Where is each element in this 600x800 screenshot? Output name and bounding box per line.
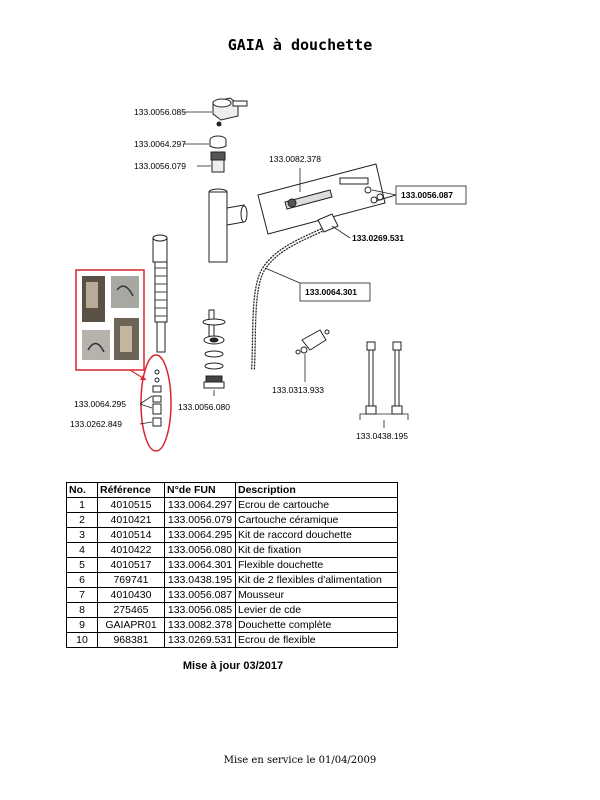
cell-no: 10 (66, 632, 98, 648)
photo-inset (75, 269, 145, 371)
cell-fun-number: 133.0064.295 (164, 527, 236, 543)
cell-fun-number: 133.0064.297 (164, 497, 236, 513)
exploded-diagram: 133.0056.085 133.0064.297 133.0056.079 1… (70, 97, 467, 452)
cell-description: Ecrou de flexible (235, 632, 398, 648)
cell-fun-number: 133.0064.301 (164, 557, 236, 573)
cell-no: 5 (66, 557, 98, 573)
cell-reference: 4010514 (97, 527, 165, 543)
shower-connector-part (152, 369, 162, 427)
cell-fun-number: 133.0269.531 (164, 632, 236, 648)
cell-description: Ecrou de cartouche (235, 497, 398, 513)
shower-holder-part (152, 234, 168, 353)
update-note: Mise à jour 03/2017 (182, 660, 284, 672)
cell-no: 8 (66, 602, 98, 618)
fixation-kit-part (202, 309, 226, 389)
callout-label-12: 133.0438.195 (356, 431, 408, 441)
hose-nut-part (317, 213, 339, 233)
cell-reference: 4010422 (97, 542, 165, 558)
cell-description: Kit de fixation (235, 542, 398, 558)
leader-lines (139, 111, 409, 428)
callout-label-8: 133.0056.080 (178, 402, 230, 412)
cell-reference: 968381 (97, 632, 165, 648)
callout-label-5: 133.0056.087 (401, 190, 453, 200)
cell-description: Cartouche céramique (235, 512, 398, 528)
header-fun-number: N°de FUN (164, 482, 236, 498)
cell-fun-number: 133.0082.378 (164, 617, 236, 633)
cell-fun-number: 133.0056.087 (164, 587, 236, 603)
cell-reference: 769741 (97, 572, 165, 588)
cell-no: 3 (66, 527, 98, 543)
cell-description: Levier de cde (235, 602, 398, 618)
cell-reference: GAIAPR01 (97, 617, 165, 633)
cell-description: Kit de raccord douchette (235, 527, 398, 543)
cell-no: 1 (66, 497, 98, 513)
cell-fun-number: 133.0056.080 (164, 542, 236, 558)
shower-handset-part (257, 163, 386, 235)
cell-fun-number: 133.0056.085 (164, 602, 236, 618)
header-no: No. (66, 482, 98, 498)
cell-description: Douchette complète (235, 617, 398, 633)
callout-box-flexible (299, 282, 371, 302)
cell-no: 6 (66, 572, 98, 588)
callout-box-mousseur (395, 185, 467, 205)
cartridge-nut-part (209, 135, 227, 149)
header-description: Description (235, 482, 398, 498)
cell-description: Kit de 2 flexibles d'alimentation (235, 572, 398, 588)
lever-handle-part (212, 97, 248, 127)
cell-reference: 275465 (97, 602, 165, 618)
cell-no: 9 (66, 617, 98, 633)
cell-no: 2 (66, 512, 98, 528)
ceramic-cartridge-part (210, 151, 226, 173)
callout-label-3: 133.0056.079 (134, 161, 186, 171)
supply-hoses-part (365, 341, 403, 415)
table-header-row: No. Référence N°de FUN Description (66, 482, 398, 498)
cell-no: 7 (66, 587, 98, 603)
cell-description: Mousseur (235, 587, 398, 603)
callout-label-7: 133.0064.301 (305, 287, 357, 297)
highlight-ellipse (140, 354, 172, 452)
service-date-footer: Mise en service le 01/04/2009 (223, 755, 377, 766)
cell-no: 4 (66, 542, 98, 558)
cell-reference: 4010421 (97, 512, 165, 528)
document-title: GAIA à douchette (227, 36, 373, 54)
cell-fun-number: 133.0438.195 (164, 572, 236, 588)
callout-label-1: 133.0056.085 (134, 107, 186, 117)
cell-fun-number: 133.0056.079 (164, 512, 236, 528)
cell-reference: 4010515 (97, 497, 165, 513)
mousseur-part (295, 329, 330, 355)
cell-reference: 4010517 (97, 557, 165, 573)
callout-label-9: 133.0064.295 (74, 399, 126, 409)
cell-description: Flexible douchette (235, 557, 398, 573)
header-reference: Référence (97, 482, 165, 498)
callout-label-4: 133.0082.378 (269, 154, 321, 164)
tap-body-part (208, 188, 248, 263)
callout-label-2: 133.0064.297 (134, 139, 186, 149)
cell-reference: 4010430 (97, 587, 165, 603)
callout-label-6: 133.0269.531 (352, 233, 404, 243)
callout-label-10: 133.0262.849 (70, 419, 122, 429)
callout-label-11: 133.0313.933 (272, 385, 324, 395)
